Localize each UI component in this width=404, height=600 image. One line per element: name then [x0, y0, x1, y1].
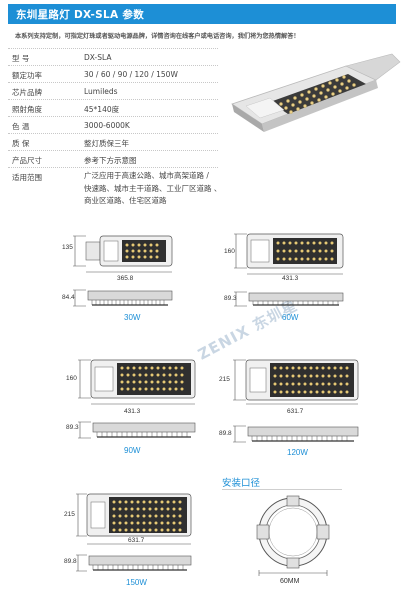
dim-height: 160 [66, 375, 77, 382]
wattage-label: 90W [124, 446, 141, 455]
spec-label: 照射角度 [12, 105, 42, 114]
product-photo [231, 53, 401, 132]
drawing-90w-side [78, 421, 196, 439]
spec-value: 45*140度 [84, 105, 120, 114]
divider [222, 489, 342, 490]
dim-depth: 89.8 [219, 430, 232, 437]
drawing-120w-side [233, 425, 359, 443]
wattage-label: 150W [126, 578, 147, 587]
wattage-label: 120W [287, 448, 308, 457]
drawing-120w-top [233, 359, 359, 405]
drawing-150w-side [76, 554, 192, 572]
divider [8, 65, 218, 66]
dim-depth: 84.4 [62, 294, 75, 301]
application-line: 快速路、城市主干道路、工业厂区道路 、 [84, 183, 222, 193]
spec-value: 30 / 60 / 90 / 120 / 150W [84, 70, 178, 79]
dim-depth: 89.3 [224, 295, 237, 302]
divider [8, 150, 218, 151]
divider [8, 116, 218, 117]
drawing-90w-top [78, 359, 196, 405]
spec-value: 3000-6000K [84, 121, 130, 130]
drawing-60w-side [234, 291, 344, 307]
spec-label: 型 号 [12, 54, 30, 63]
drawing-30w-side [73, 289, 173, 307]
dim-height: 215 [219, 376, 230, 383]
dim-length: 631.7 [287, 408, 304, 415]
dim-length: 631.7 [128, 537, 145, 544]
spec-label: 质 保 [12, 139, 30, 148]
dim-length: 365.8 [117, 275, 134, 282]
drawing-30w-top [73, 235, 173, 273]
dim-height: 160 [224, 248, 235, 255]
drawing-150w-top [76, 493, 192, 545]
dim-height: 135 [62, 244, 73, 251]
installation-title: 安装口径 [222, 478, 261, 489]
intro-text: 本系列支持定制，可指定灯珠或者驱动电源品牌，详情咨询在线客户或电话咨询，我们将为… [15, 33, 300, 40]
dim-length: 431.3 [282, 275, 299, 282]
application-line: 商业区道路、住宅区道路 [84, 196, 167, 205]
spec-label: 适用范围 [12, 173, 42, 182]
divider [8, 167, 218, 168]
header-bar: 东圳星路灯 DX-SLA 参数 [8, 4, 396, 24]
spec-value: 整灯质保三年 [84, 139, 129, 148]
drawing-60w-top [234, 233, 344, 275]
divider [8, 133, 218, 134]
dim-height: 215 [64, 511, 75, 518]
dim-depth: 89.8 [64, 558, 77, 565]
spec-label: 产品尺寸 [12, 156, 42, 165]
dim-depth: 89.3 [66, 424, 79, 431]
divider [8, 99, 218, 100]
spec-value: DX-SLA [84, 53, 112, 62]
divider [8, 48, 218, 49]
dim-length: 431.3 [124, 408, 141, 415]
application-line: 广泛应用于高速公路、城市高架道路 / [84, 171, 209, 180]
spec-label: 色 温 [12, 122, 30, 131]
spec-value: Lumileds [84, 87, 118, 96]
wattage-label: 30W [124, 313, 141, 322]
installation-drawing [256, 495, 330, 576]
wattage-label: 60W [282, 313, 299, 322]
spec-value: 参考下方示意图 [84, 156, 137, 165]
divider [8, 82, 218, 83]
installation-diameter: 60MM [280, 578, 300, 585]
spec-label: 额定功率 [12, 71, 42, 80]
application-text: 广泛应用于高速公路、城市高架道路 / 快速路、城市主干道路、工业厂区道路 、 商… [84, 170, 269, 208]
page-title: 东圳星路灯 DX-SLA 参数 [16, 9, 145, 21]
spec-label: 芯片品牌 [12, 88, 42, 97]
